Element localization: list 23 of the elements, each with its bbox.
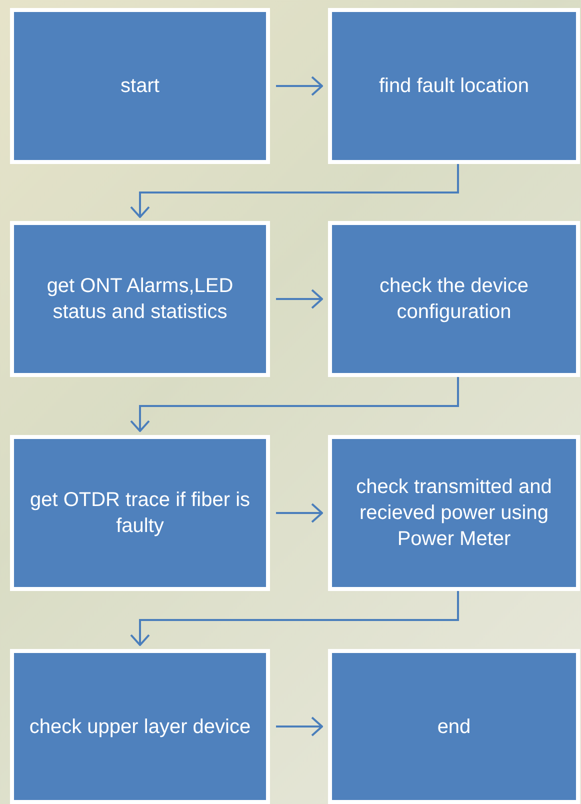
step-text: check the device configuration: [378, 274, 530, 325]
step-text: start: [120, 74, 160, 99]
step-text: get OTDR trace if fiber is faulty: [28, 488, 252, 539]
process-box: [10, 221, 270, 377]
process-box: [328, 221, 580, 377]
step-text: get ONT Alarms,LED status and statistics: [46, 274, 234, 325]
process-box: [10, 435, 270, 591]
step-text: check transmitted and recieved power using Power Meter: [355, 475, 553, 552]
arrow: [276, 289, 323, 309]
arrow: [276, 503, 323, 523]
step-text: end: [437, 714, 471, 740]
step-text: find fault location: [378, 74, 530, 99]
process-box: [328, 649, 580, 804]
arrow: [276, 76, 323, 96]
process-box: [10, 8, 270, 164]
arrow: [276, 716, 323, 736]
arrow: [130, 164, 459, 218]
arrow: [130, 591, 459, 646]
process-box: [10, 649, 270, 804]
process-box: [328, 435, 580, 591]
process-box: [328, 8, 580, 164]
arrow: [130, 377, 459, 432]
step-text: check upper layer device: [29, 714, 251, 740]
